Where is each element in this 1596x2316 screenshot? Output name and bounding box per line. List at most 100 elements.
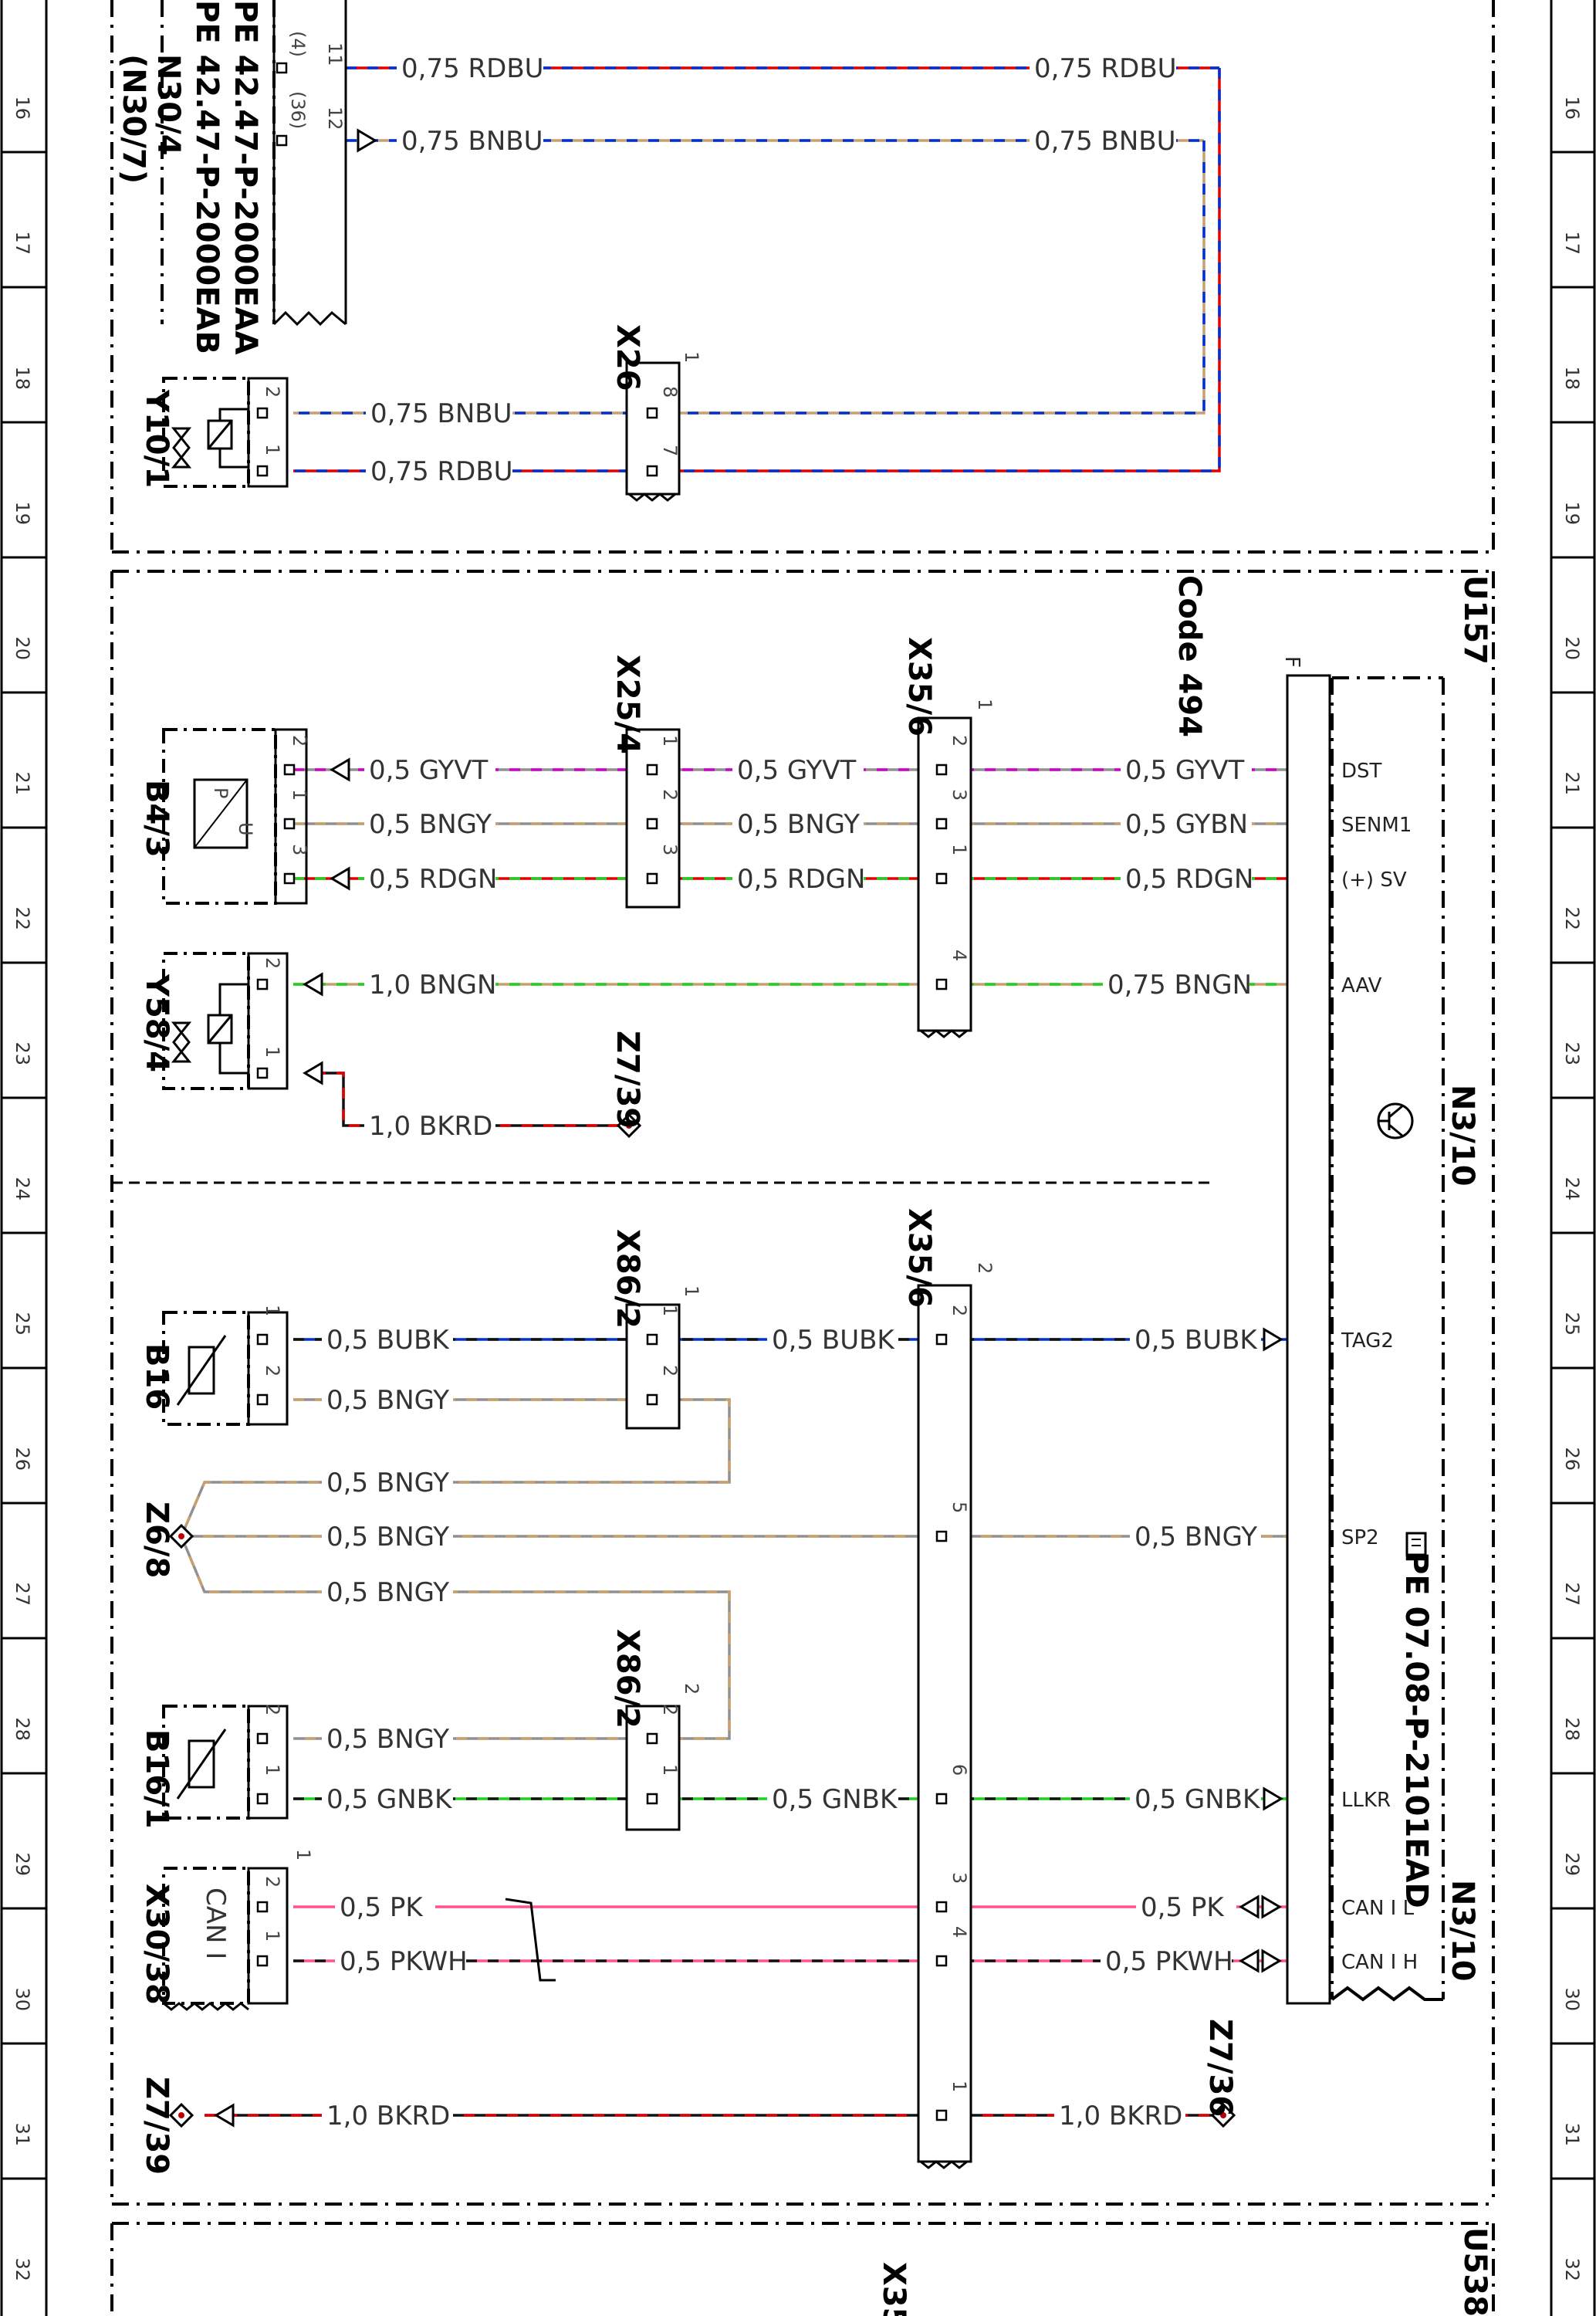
- pin-contact: [646, 1793, 658, 1805]
- x86-2-lower-connector: [625, 1705, 681, 1831]
- grid-row-label: 22: [1561, 907, 1583, 931]
- wire-label-w16-a: 0,5 GNBK: [326, 1784, 453, 1815]
- pin-number: 5: [948, 1502, 970, 1513]
- arrow-icon: [1239, 1949, 1260, 1973]
- pin-contact: [646, 1333, 658, 1346]
- x30-38-label: X30/38: [139, 1884, 174, 2005]
- arrow-icon: [303, 1061, 323, 1085]
- wire-label-w16-b: 0,5 GNBK: [772, 1784, 898, 1815]
- pin-number: 2: [948, 735, 970, 747]
- pin-number: 1: [262, 1305, 283, 1316]
- pin-number: 2: [262, 1365, 283, 1376]
- n3-10-signal-label: CAN I H: [1341, 1951, 1418, 1974]
- n3-10-frame-letter: F: [1280, 656, 1304, 668]
- y58-4-component: [162, 952, 250, 1090]
- grid-row-label: 25: [1561, 1312, 1583, 1336]
- arrow-icon: [330, 757, 350, 782]
- wire-label-w8-a: 1,0 BNGN: [369, 970, 496, 1001]
- n30-4-component: PE 42.47-P-2000EAA PE 42.47-P-2000EAB N3…: [116, 0, 347, 355]
- wire-rdbu-down: [695, 68, 1221, 472]
- transistor-icon: [1377, 1102, 1414, 1139]
- wire-bnbu-down: [293, 141, 1205, 415]
- u538-label: U538: [1457, 2227, 1493, 2316]
- arrow-icon: [303, 972, 323, 997]
- grid-row-label: 19: [12, 502, 33, 526]
- pin-number: 1: [262, 1046, 283, 1058]
- n30-4-pin-11: [276, 62, 288, 74]
- x86-2-upper-label: X86/2: [610, 1229, 645, 1329]
- b4-3-symbol-p: P: [210, 787, 232, 798]
- pin-number: 2: [262, 386, 283, 398]
- n30-4-alt-label: (N30/7): [116, 54, 151, 184]
- pin-contact: [646, 1393, 658, 1406]
- grid-row-label: 30: [1561, 1988, 1583, 2012]
- arrow-icon: [1261, 1949, 1282, 1973]
- wire-label-w10-c: 0,5 BUBK: [1134, 1325, 1258, 1356]
- x35-6-upper-label: X35/6: [901, 637, 937, 736]
- grid-row-label: 23: [12, 1042, 33, 1066]
- x86-2-lower-label: X86/2: [610, 1629, 645, 1729]
- pin-number: 1: [292, 1849, 314, 1861]
- frame-u538: [110, 2222, 1495, 2316]
- n30-4-pin-ref2: (36): [287, 91, 309, 129]
- frame-u157: [110, 570, 1495, 2206]
- n3-10-signal-label: SP2: [1341, 1526, 1379, 1549]
- grid-row-label: 29: [12, 1853, 33, 1877]
- pin-number: 4: [948, 950, 970, 961]
- pin-contact: [646, 1732, 658, 1745]
- pin-contact: [283, 764, 296, 776]
- n3-10-signal-label: DST: [1341, 760, 1382, 783]
- n3-10-signal-label: CAN I L: [1341, 1897, 1415, 1920]
- wire-label-w19-c: 1,0 BKRD: [1059, 2101, 1182, 2131]
- pin-contact: [283, 818, 296, 830]
- grid-row-label: 26: [12, 1448, 33, 1471]
- y58-4-label: Y58/4: [139, 973, 174, 1072]
- pin-contact: [646, 465, 658, 477]
- pin-number: 2: [289, 735, 310, 747]
- grid-row-label: 17: [12, 232, 33, 256]
- wire-label-w5-a: 0,5 GYVT: [369, 755, 489, 786]
- grid-row-label: 20: [12, 637, 33, 661]
- wire-label-w5-c: 0,5 GYVT: [1125, 755, 1245, 786]
- pin-number: 2: [659, 789, 681, 801]
- pin-number: 3: [948, 1872, 970, 1884]
- pin-number: 2: [659, 1365, 681, 1376]
- n30-4-pe1: PE 42.47-P-2000EAA: [228, 0, 263, 355]
- x86-2-upper-connector: [625, 1303, 681, 1430]
- pin-contact: [283, 872, 296, 885]
- x25-4-label: X25/4: [610, 655, 645, 754]
- grid-row-label: 16: [1561, 96, 1583, 120]
- wire-label-w10-b: 0,5 BUBK: [772, 1325, 895, 1356]
- b16-component: [162, 1311, 250, 1426]
- z7-39-lower-label: Z7/39: [139, 2077, 174, 2175]
- grid-row-label: 27: [12, 1583, 33, 1607]
- wire-label-w9: 1,0 BKRD: [369, 1111, 492, 1142]
- valve-icon: [171, 427, 192, 469]
- grid-row-label: 19: [1561, 502, 1583, 526]
- pin-number: 3: [289, 844, 310, 855]
- temperature-sensor-icon: [188, 1346, 215, 1395]
- pin-number: 2: [948, 1305, 970, 1316]
- grid-row-label: 16: [12, 96, 33, 120]
- grid-row-label: 18: [1561, 367, 1583, 391]
- pin-contact: [256, 1793, 269, 1805]
- pin-number: 1: [659, 1764, 681, 1776]
- x35-bottom-label: X35: [876, 2262, 911, 2316]
- grid-row-label: 32: [12, 2258, 33, 2282]
- grid-row-label: 27: [1561, 1583, 1583, 1607]
- pin-number: 2: [262, 1876, 283, 1888]
- pin-number: 1: [948, 844, 970, 855]
- pin-number: 1: [659, 735, 681, 747]
- grid-row-label: 31: [1561, 2123, 1583, 2147]
- arrow-icon: [214, 2103, 235, 2128]
- pin-contact: [256, 1901, 269, 1913]
- pin-contact: [935, 1955, 948, 1967]
- grid-row-label: 17: [1561, 232, 1583, 256]
- pin-contact: [935, 818, 948, 830]
- grid-row-label: 31: [12, 2123, 33, 2147]
- y10-1-label: Y10/1: [139, 389, 174, 488]
- pin-number: 1: [262, 444, 283, 455]
- pin-number: 2: [262, 957, 283, 969]
- wire-label-w5-b: 0,5 GYVT: [737, 755, 857, 786]
- z7-39-upper-label: Z7/39: [610, 1031, 645, 1129]
